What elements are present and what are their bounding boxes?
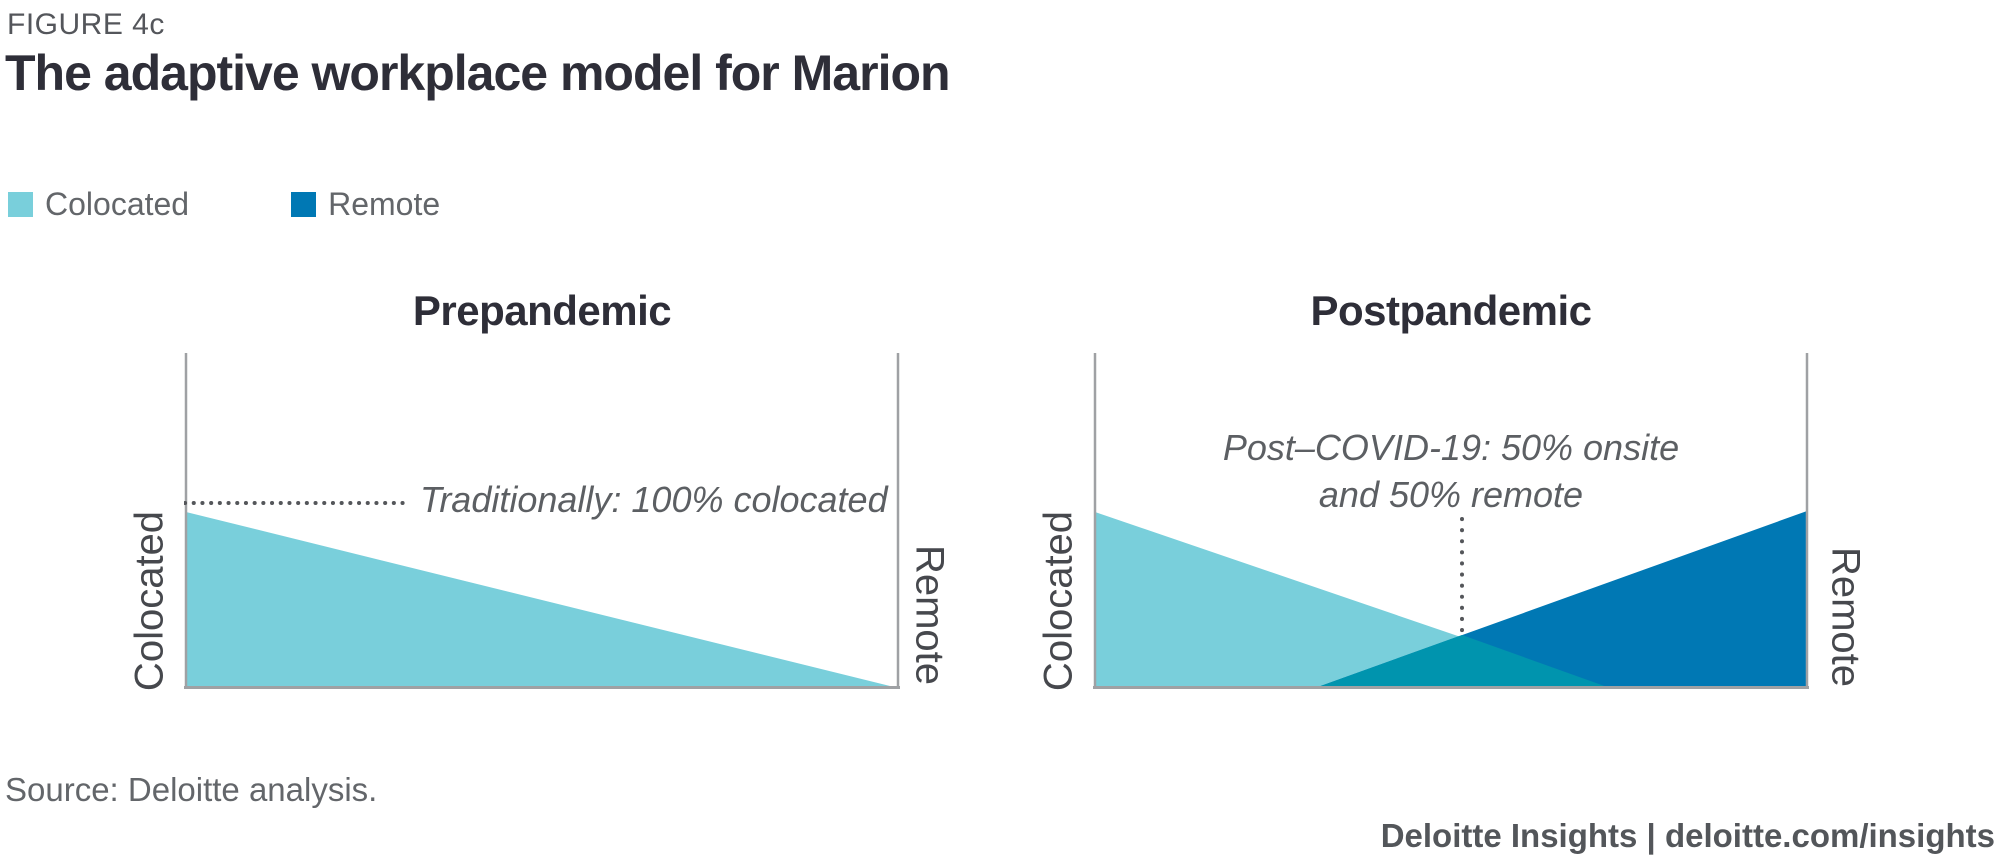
prepandemic-right-axis-label: Remote — [907, 544, 952, 686]
panel-title-prepandemic: Prepandemic — [412, 287, 672, 334]
colocated-area — [186, 512, 898, 688]
postpandemic-chart — [1093, 353, 1809, 689]
postpandemic-annotation-line1: Post–COVID-19: 50% onsite — [1222, 427, 1680, 468]
prepandemic-left-axis-label: Colocated — [127, 510, 172, 692]
postpandemic-annotation-line2: and 50% remote — [1318, 474, 1584, 515]
page-title: The adaptive workplace model for Marion — [5, 45, 951, 101]
attribution: Deloitte Insights | deloitte.com/insight… — [1380, 817, 1995, 854]
postpandemic-annotation: Post–COVID-19: 50% onsite and 50% remote — [1151, 424, 1751, 518]
legend: Colocated Remote — [8, 186, 440, 223]
source-note: Source: Deloitte analysis. — [5, 771, 378, 808]
legend-item-colocated: Colocated — [8, 186, 189, 223]
postpandemic-left-axis-label: Colocated — [1036, 510, 1081, 692]
legend-label-colocated: Colocated — [45, 186, 190, 222]
legend-item-remote: Remote — [291, 186, 440, 223]
overlap-area — [1315, 635, 1610, 688]
colocated-swatch-icon — [8, 192, 33, 217]
prepandemic-annotation: Traditionally: 100% colocated — [420, 479, 888, 520]
figure-label: FIGURE 4c — [7, 8, 165, 41]
remote-swatch-icon — [291, 192, 317, 217]
postpandemic-right-axis-label: Remote — [1823, 546, 1868, 688]
legend-label-remote: Remote — [328, 186, 441, 222]
prepandemic-chart — [184, 353, 900, 689]
panel-title-postpandemic: Postpandemic — [1310, 287, 1592, 334]
